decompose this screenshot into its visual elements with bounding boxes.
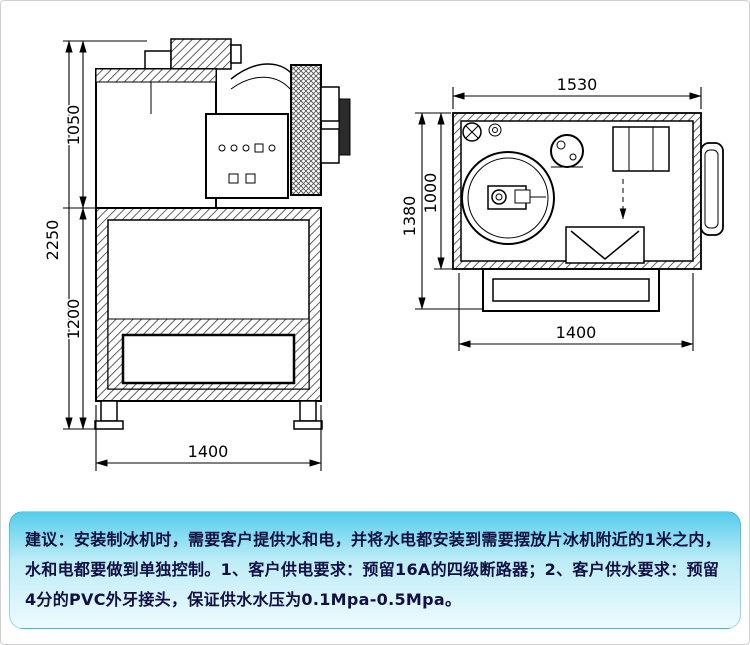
- ice-machine-technical-drawing: 2250 1050 1200 1400: [42, 38, 724, 471]
- dim-front-width: 1400: [188, 442, 229, 461]
- indicator-light: [230, 144, 238, 152]
- dim-front-total-height: 2250: [43, 220, 62, 261]
- advice-text-line-1: 建议：安装制冰机时，需要客户提供水和电，并将水电都安装到需要摆放片冰机附近的1米…: [25, 530, 722, 549]
- machine-top-hatch: [95, 68, 217, 83]
- top-view: 1530 1380 1000 1400: [399, 74, 724, 351]
- fan-plan: [462, 122, 502, 142]
- condenser-plan: [700, 142, 724, 236]
- panel-button: [228, 173, 239, 184]
- indicator-light: [218, 144, 226, 152]
- motor-assembly: [144, 38, 242, 70]
- electric-box-plan: [612, 126, 670, 172]
- indicator-light: [268, 144, 276, 152]
- panel-button: [245, 173, 256, 184]
- dim-top-total-depth: 1380: [400, 196, 419, 237]
- indicator-light: [242, 144, 250, 152]
- dim-front-upper-height: 1050: [64, 105, 83, 146]
- advice-text-line-2: 水和电都要做到单独控制。1、客户供电要求：预留16A的四级断路器；2、客户供水要…: [25, 560, 720, 579]
- duct-pipe-inner: [230, 76, 293, 92]
- installation-advice-box: 建议：安装制冰机时，需要客户提供水和电，并将水电都安装到需要摆放片冰机附近的1米…: [9, 511, 741, 629]
- dim-top-width: 1400: [556, 323, 597, 342]
- support-feet: [94, 400, 323, 430]
- water-tank-plan: [565, 226, 645, 264]
- panel-switch: [254, 143, 264, 153]
- dim-top-body-depth: 1000: [421, 173, 440, 214]
- ice-outlet-opening: [121, 333, 296, 385]
- front-view: 2250 1050 1200 1400: [42, 38, 351, 471]
- control-panel: [205, 113, 289, 199]
- advice-text-line-3: 4分的PVC外牙接头，保证供水水压为0.1Mpa-0.5Mpa。: [25, 590, 462, 609]
- ice-drum-plan: [461, 151, 555, 245]
- dim-front-lower-height: 1200: [64, 299, 83, 340]
- ice-storage-bin: [95, 207, 322, 402]
- compressor-plan: [550, 134, 584, 168]
- machine-body: [95, 68, 217, 209]
- condenser: [290, 64, 351, 196]
- dim-top-overall-width: 1530: [557, 75, 598, 94]
- front-panel-plan: [482, 268, 660, 312]
- front-dimension-lines: [63, 40, 322, 471]
- top-dimension-lines: [415, 87, 702, 351]
